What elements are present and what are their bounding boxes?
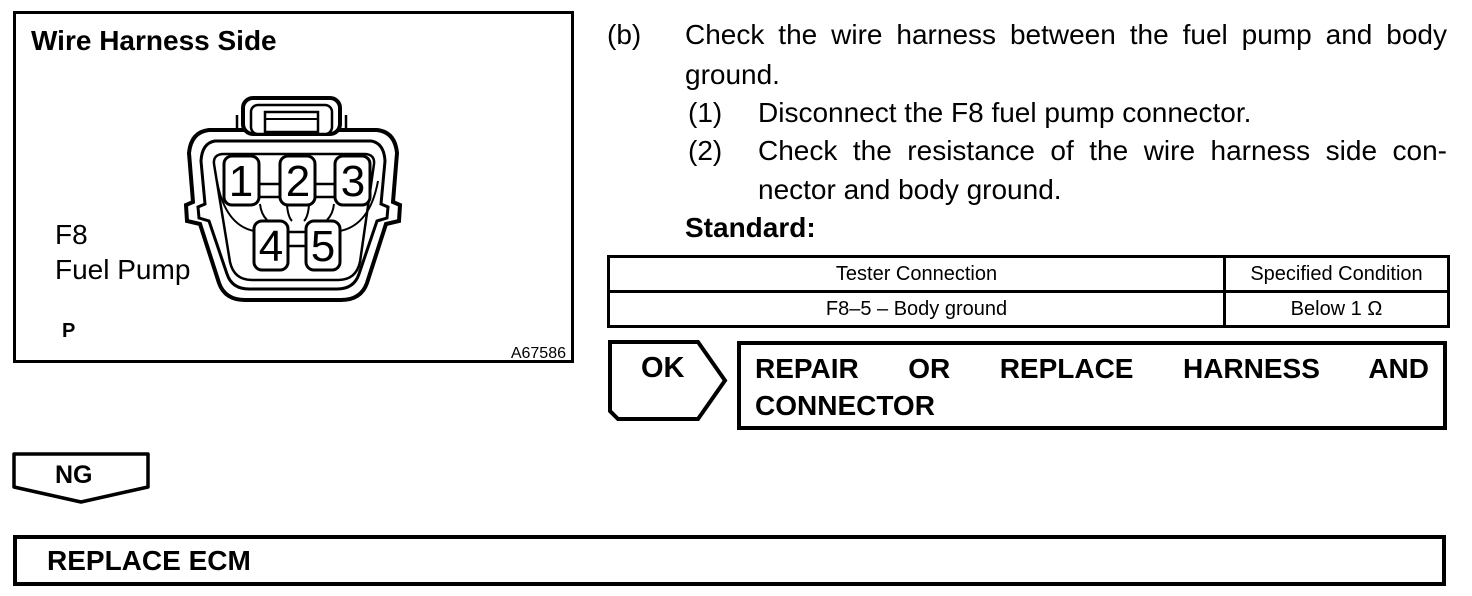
cavity-curve-left <box>216 180 255 232</box>
substep-1-marker: (1) <box>688 97 723 128</box>
cavity-curve-center-right <box>303 204 310 222</box>
ok-arrow-icon <box>608 340 728 421</box>
cell-specified-condition: Below 1 Ω <box>1223 290 1450 328</box>
pin-1-number: 1 <box>229 157 253 206</box>
table-header-row: Tester Connection Specified Condition <box>607 255 1450 293</box>
substep-2-text-line-1: Check the resistance of the wire harness… <box>758 135 1447 166</box>
ng-label: NG <box>55 461 93 489</box>
pin-5-number: 5 <box>311 222 335 271</box>
step-b-text-line-1: Check the wire harness between the fuel … <box>685 19 1447 50</box>
cavity-curve-mid-right <box>326 203 335 221</box>
substep-1-text: Disconnect the F8 fuel pump connector. <box>758 97 1252 128</box>
cavity-curve-mid-left <box>259 203 268 221</box>
connector-diagram: 1 2 3 4 5 <box>183 96 403 302</box>
connector-name-label: Fuel Pump <box>55 254 191 285</box>
pin-5-socket <box>304 219 342 272</box>
pin-1-socket <box>222 154 261 207</box>
table-row: F8–5 – Body ground Below 1 Ω <box>607 290 1450 328</box>
cavity-curve-right <box>339 180 379 232</box>
ok-action-line-1: REPAIR OR REPLACE HARNESS AND <box>755 353 1429 384</box>
ng-arrow-icon <box>12 452 150 504</box>
ok-label: OK <box>641 352 685 384</box>
pin-3-socket <box>333 154 372 207</box>
wire-harness-diagram-panel: Wire Harness Side <box>13 11 574 363</box>
wire-color-code-label: P <box>62 320 76 342</box>
connector-body-inner-line <box>196 139 390 291</box>
pin-4-socket <box>252 219 290 272</box>
header-specified-condition: Specified Condition <box>1223 255 1450 293</box>
figure-number: A67586 <box>510 345 566 362</box>
ok-action-box: REPAIR OR REPLACE HARNESS AND CONNECTOR <box>737 341 1447 430</box>
connector-code-label: F8 <box>55 219 88 250</box>
pin-4-number: 4 <box>259 222 283 271</box>
diagram-title: Wire Harness Side <box>31 25 277 56</box>
substep-2-marker: (2) <box>688 135 723 166</box>
specification-table: Tester Connection Specified Condition F8… <box>607 255 1450 328</box>
ng-action-box: REPLACE ECM <box>13 535 1446 586</box>
cell-tester-connection: F8–5 – Body ground <box>607 290 1226 328</box>
pin-2-socket <box>278 154 317 207</box>
ng-action-text: REPLACE ECM <box>47 544 251 576</box>
pin-3-number: 3 <box>341 157 365 206</box>
cavity-curve-center-left <box>286 204 293 222</box>
step-b-marker: (b) <box>607 19 642 50</box>
ok-action-line-2: CONNECTOR <box>755 390 935 421</box>
connector-lock-tab-icon <box>235 96 348 136</box>
pin-2-number: 2 <box>286 157 310 206</box>
standard-label: Standard: <box>685 212 816 243</box>
header-tester-connection: Tester Connection <box>607 255 1226 293</box>
substep-2-text-line-2: nector and body ground. <box>758 174 1062 205</box>
step-b-text-line-2: ground. <box>685 59 780 90</box>
pin-joining-bars <box>259 182 335 248</box>
